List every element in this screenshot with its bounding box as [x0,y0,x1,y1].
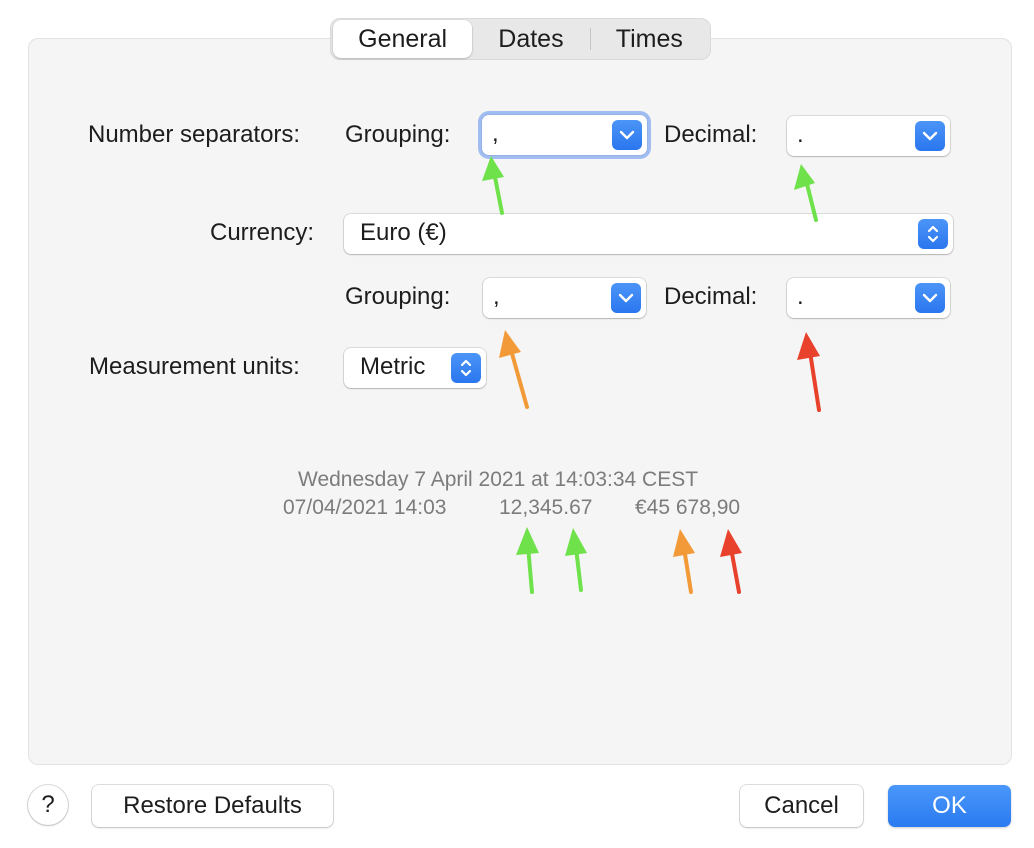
currency-value: Euro (€) [360,219,447,246]
cancel-button[interactable]: Cancel [740,785,863,827]
up-down-chevron-icon [918,219,948,249]
preview-currency: €45 678,90 [635,496,741,519]
chevron-down-icon [611,283,641,313]
currency-grouping-label: Grouping: [345,283,451,310]
currency-decimal-label: Decimal: [664,283,758,310]
currency-decimal-popup[interactable]: . [787,278,950,318]
preview-short-date: 07/04/2021 14:03 [283,496,447,519]
up-down-chevron-icon [451,353,481,383]
preview-number: 12,345.67 [499,496,593,519]
restore-defaults-button[interactable]: Restore Defaults [92,785,333,827]
number-decimal-popup[interactable]: . [787,116,950,156]
number-grouping-label: Grouping: [345,121,451,148]
preview-long-date: Wednesday 7 April 2021 at 14:03:34 CEST [298,468,699,491]
currency-grouping-value: , [493,283,500,310]
number-grouping-popup[interactable]: , [482,115,647,155]
currency-decimal-value: . [797,283,804,310]
number-decimal-value: . [797,121,804,148]
tab-times[interactable]: Times [615,24,683,53]
help-button[interactable]: ? [28,785,68,825]
chevron-down-icon [915,283,945,313]
chevron-down-icon [612,120,642,150]
measurement-units-popup[interactable]: Metric [344,348,486,388]
tab-general[interactable]: General [333,20,473,58]
tab-bar: General Dates Times [330,18,711,60]
chevron-down-icon [915,121,945,151]
tab-dates[interactable]: Dates [498,24,564,53]
currency-label: Currency: [210,219,315,246]
currency-grouping-popup[interactable]: , [483,278,646,318]
ok-button[interactable]: OK [888,785,1011,827]
number-separators-label: Number separators: [88,121,301,148]
currency-popup[interactable]: Euro (€) [344,214,953,254]
tab-divider [589,28,591,50]
measurement-units-value: Metric [360,353,426,380]
number-decimal-label: Decimal: [664,121,758,148]
measurement-units-label: Measurement units: [89,353,300,380]
number-grouping-value: , [492,120,499,147]
